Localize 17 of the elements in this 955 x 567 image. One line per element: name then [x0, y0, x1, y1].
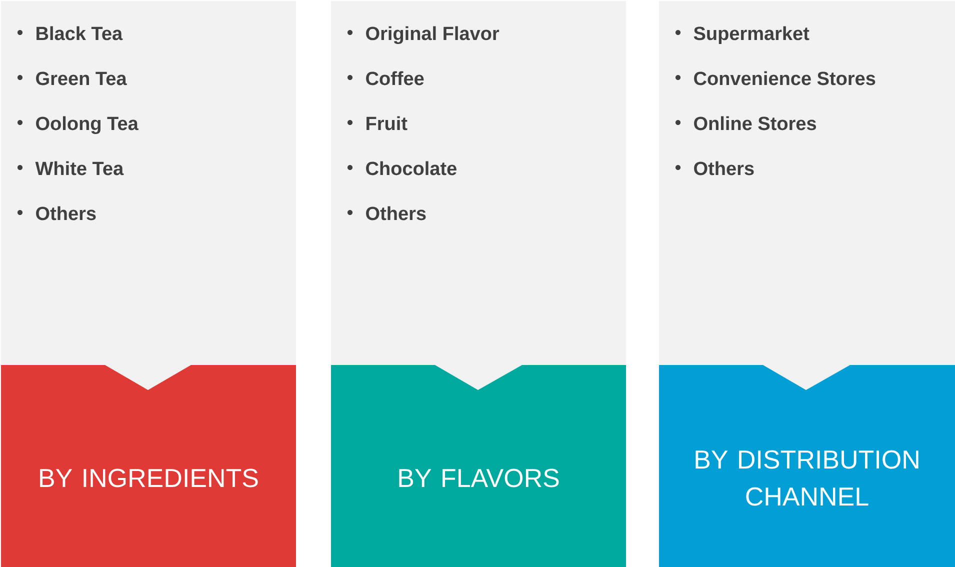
category-panel: BY FLAVORS [331, 365, 626, 567]
list-item: White Tea [35, 161, 124, 176]
list-item: Chocolate [366, 161, 456, 176]
list-item: Others [366, 206, 426, 220]
list-item: Others [36, 206, 96, 220]
list-item: Fruit [366, 116, 408, 130]
list-item: Others [694, 161, 754, 176]
category-panel: BY INGREDIENTS [1, 365, 296, 567]
list-item: Online Stores [694, 116, 816, 130]
list-item: Convenience Stores [694, 71, 876, 86]
list-item: Original Flavor [366, 26, 500, 44]
list-item: Black Tea [36, 26, 123, 40]
list-item: Supermarket [694, 26, 810, 44]
list-item: Green Tea [36, 72, 127, 86]
list-item: Oolong Tea [36, 116, 138, 134]
category-panel: BY DISTRIBUTION CHANNEL [659, 365, 955, 567]
list-item: Coffee [366, 71, 424, 86]
